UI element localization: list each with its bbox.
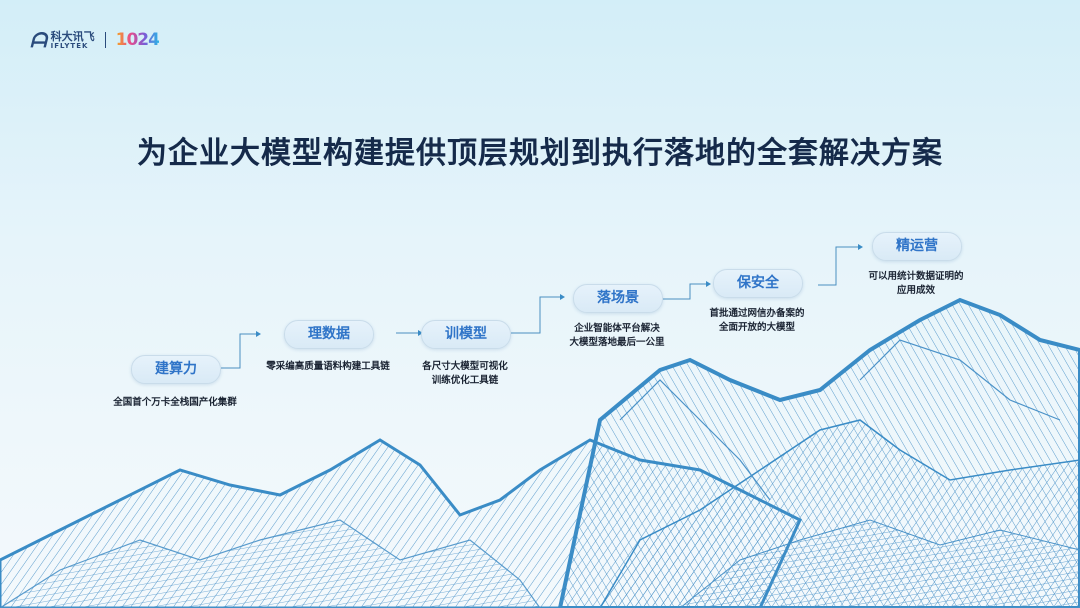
logo-divider <box>104 32 106 48</box>
step-deploy-scenarios: 落场景 <box>573 284 663 313</box>
desc-line: 零采编高质量语料构建工具链 <box>266 361 390 372</box>
desc-line: 可以用统计数据证明的 <box>868 271 964 282</box>
desc-line: 应用成效 <box>896 285 935 296</box>
step-build-compute-desc: 全国首个万卡全栈国产化集群 <box>85 396 265 410</box>
step-manage-data: 理数据 <box>284 320 374 349</box>
step-train-model-desc: 各尺寸大模型可视化训练优化工具链 <box>375 360 555 388</box>
iflytek-logo: ᗩ 科大讯飞 IFLYTEK 1024 <box>30 28 160 52</box>
brand-text: 科大讯飞 IFLYTEK <box>51 31 95 50</box>
step-ensure-security: 保安全 <box>713 269 803 298</box>
desc-line: 首批通过网信办备案的 <box>709 308 805 319</box>
desc-line: 训练优化工具链 <box>431 375 499 386</box>
step-refine-operations-desc: 可以用统计数据证明的应用成效 <box>826 270 1006 298</box>
step-deploy-scenarios-desc: 企业智能体平台解决大模型落地最后一公里 <box>527 322 707 350</box>
iflytek-logo-icon: ᗩ <box>30 28 47 52</box>
step-refine-operations: 精运营 <box>872 232 962 261</box>
brand-en: IFLYTEK <box>50 41 89 50</box>
event-logo: 1024 <box>115 30 160 50</box>
brand-cn: 科大讯飞 <box>50 29 95 43</box>
page-title: 为企业大模型构建提供顶层规划到执行落地的全套解决方案 <box>137 136 943 171</box>
step-manage-data-desc: 零采编高质量语料构建工具链 <box>238 360 418 374</box>
step-train-model: 训模型 <box>421 320 511 349</box>
step-build-compute: 建算力 <box>131 355 221 384</box>
desc-line: 全面开放的大模型 <box>718 322 795 333</box>
desc-line: 企业智能体平台解决 <box>574 323 660 334</box>
desc-line: 大模型落地最后一公里 <box>569 337 665 348</box>
step-ensure-security-desc: 首批通过网信办备案的全面开放的大模型 <box>667 307 847 335</box>
desc-line: 全国首个万卡全栈国产化集群 <box>113 397 237 408</box>
desc-line: 各尺寸大模型可视化 <box>422 361 508 372</box>
step-connectors <box>221 246 858 369</box>
